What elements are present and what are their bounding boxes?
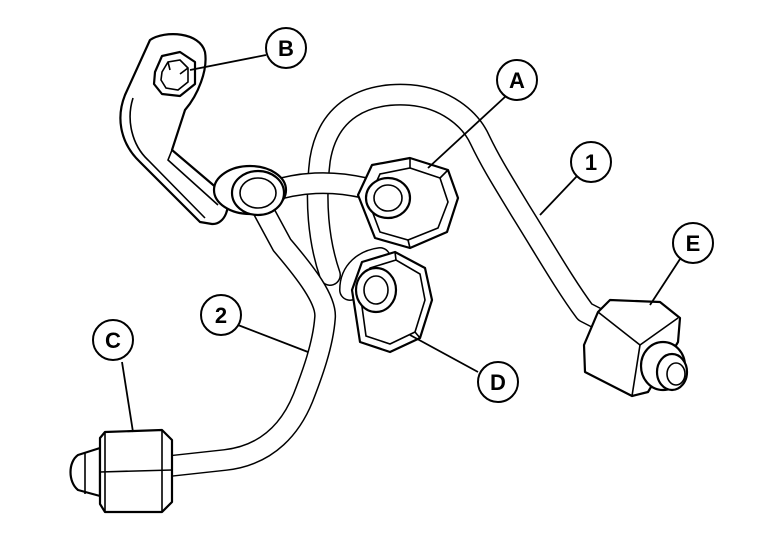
hex-nut-icon (356, 156, 460, 250)
callout-E: E (672, 222, 714, 264)
callout-D: D (477, 361, 519, 403)
callout-pipe-2-label: 2 (215, 303, 227, 328)
callout-pipe-1-label: 1 (585, 150, 597, 175)
pipe-2 (159, 197, 337, 477)
callout-pipe-1: 1 (570, 141, 612, 183)
hex-bolt-icon (152, 50, 197, 98)
callout-C: C (92, 319, 134, 361)
callout-C-label: C (105, 328, 121, 353)
callout-B: B (265, 27, 307, 69)
callout-A-label: A (509, 68, 525, 93)
hex-nut-icon (350, 250, 434, 354)
callout-A: A (496, 59, 538, 101)
pipe-end-ring (212, 164, 288, 217)
callout-E-label: E (686, 231, 701, 256)
leader-lines (121, 54, 683, 433)
pipe-fitting-icon (582, 298, 689, 398)
pipe-fitting-icon (69, 428, 174, 514)
callout-D-label: D (490, 370, 506, 395)
callout-pipe-2: 2 (200, 294, 242, 336)
callout-B-label: B (278, 36, 294, 61)
